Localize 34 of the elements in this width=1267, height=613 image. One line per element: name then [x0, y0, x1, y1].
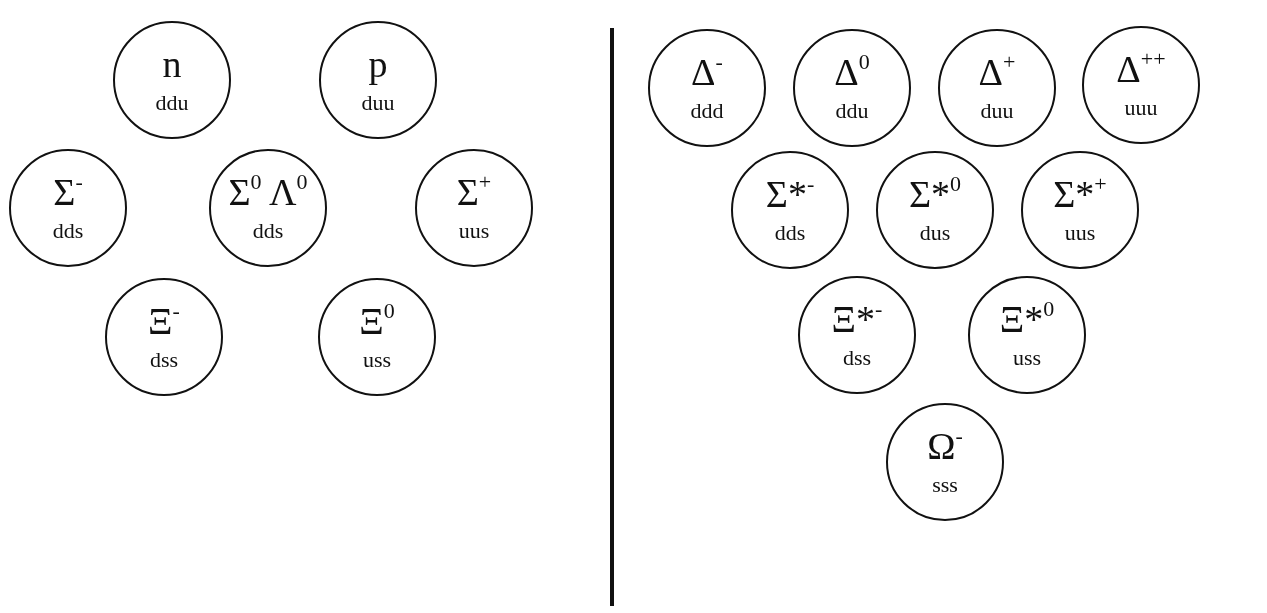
quark-content: dss: [149, 346, 179, 374]
quark-content: dds: [774, 219, 806, 247]
particle-symbol: n: [162, 43, 182, 86]
particle-symbol: Σ$^{+}$: [456, 171, 492, 214]
particle-symbol: Ξ$^{0}$: [359, 300, 395, 343]
particle-symbol: Δ$^{0}$: [834, 51, 870, 94]
quark-content: sss: [932, 471, 958, 499]
quark-content: duu: [980, 97, 1014, 125]
particle-symbol: Σ*$^{+}$: [1053, 173, 1107, 216]
particle-symbol: Σ*$^{-}$: [765, 173, 815, 216]
quark-content: uuu: [1124, 94, 1158, 122]
particle-symbol: Ξ*$^{-}$: [831, 298, 883, 341]
quark-content: ddu: [155, 89, 189, 117]
particle-symbol: Σ$^{-}$: [53, 171, 83, 214]
quark-content: dds: [252, 217, 284, 245]
quark-content: ddd: [690, 97, 724, 125]
quark-content: dss: [842, 344, 872, 372]
quark-content: dds: [52, 217, 84, 245]
quark-content: dus: [919, 219, 951, 247]
quark-content: ddu: [835, 97, 869, 125]
quark-content: uus: [1064, 219, 1096, 247]
particle-symbol: Σ$^{0}$ Λ$^{0}$: [228, 171, 308, 214]
quark-content: duu: [361, 89, 395, 117]
particle-symbol: Ξ*$^{0}$: [999, 298, 1055, 341]
quark-content: uus: [458, 217, 490, 245]
quark-content: uss: [1012, 344, 1042, 372]
particle-symbol: Δ$^{-}$: [691, 51, 723, 94]
particle-symbol: Δ$^{+}$: [978, 51, 1016, 94]
particle-symbol: Ω$^{-}$: [927, 425, 963, 468]
particle-symbol: Σ*$^{0}$: [908, 173, 962, 216]
particle-symbol: p: [368, 43, 388, 86]
quark-content: uss: [362, 346, 392, 374]
particle-symbol: Δ$^{++}$: [1116, 48, 1166, 91]
particle-symbol: Ξ$^{-}$: [148, 300, 180, 343]
